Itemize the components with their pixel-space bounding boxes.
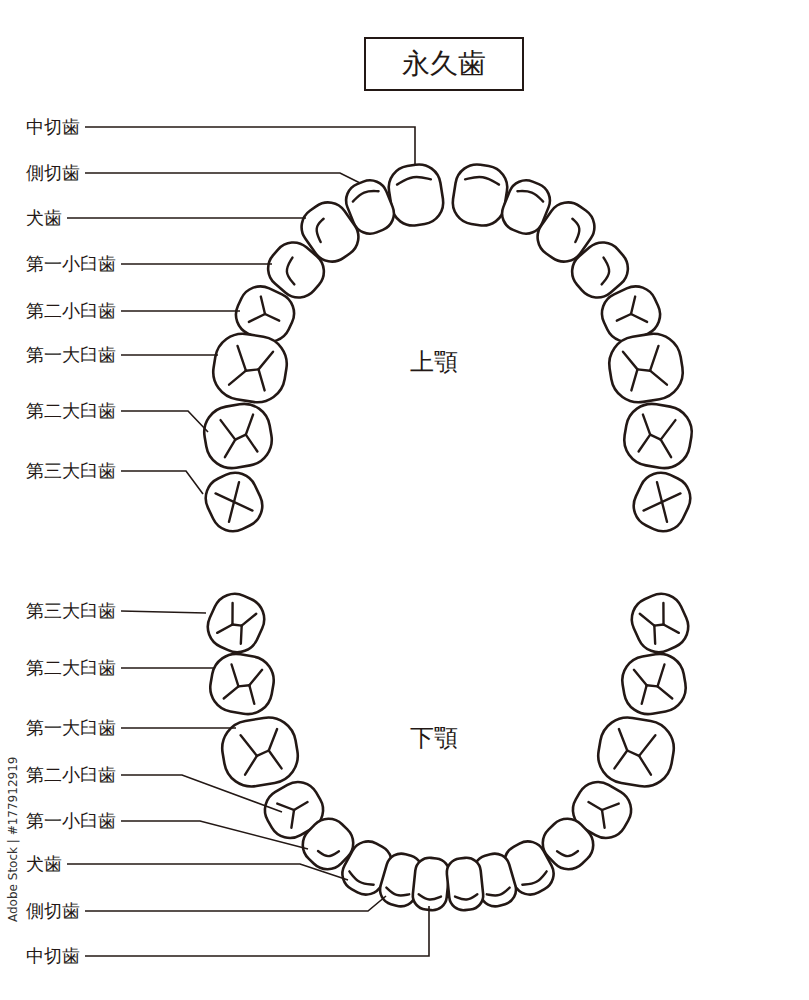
leader-line (121, 411, 208, 432)
teeth (198, 161, 697, 911)
tooth-name: 第二小臼歯 (26, 300, 116, 322)
tooth-name: 中切歯 (26, 945, 80, 967)
tooth (594, 713, 678, 790)
leader-lines (67, 127, 429, 956)
leader-line (121, 611, 206, 613)
leader-line (85, 906, 429, 956)
leader-line (121, 727, 236, 729)
tooth (625, 587, 696, 660)
tooth-name: 第二大臼歯 (26, 400, 116, 422)
tooth-name: 犬歯 (26, 207, 62, 229)
tooth (218, 713, 302, 790)
tooth (200, 400, 276, 472)
tooth-name: 第二小臼歯 (26, 764, 116, 786)
tooth (201, 587, 272, 660)
jaw-label: 上顎 (410, 348, 458, 376)
tooth-name: 第一小臼歯 (26, 810, 116, 832)
tooth-name: 第一大臼歯 (26, 717, 116, 739)
leader-line (121, 263, 272, 265)
tooth (411, 856, 450, 911)
leader-line (121, 354, 218, 356)
tooth (198, 466, 269, 539)
leader-line (121, 310, 240, 312)
leader-line (121, 775, 282, 812)
tooth (618, 650, 689, 718)
leader-line (121, 821, 308, 849)
tooth-name: 第三大臼歯 (26, 600, 116, 622)
leader-line (67, 217, 306, 219)
title: 永久歯 (364, 37, 524, 91)
tooth (450, 161, 511, 228)
tooth-name: 第一小臼歯 (26, 253, 116, 275)
tooth-name: 側切歯 (26, 900, 80, 922)
tooth (445, 856, 484, 911)
leader-line (121, 471, 203, 494)
leader-line (121, 667, 214, 669)
tooth (386, 161, 447, 228)
tooth-name: 第二大臼歯 (26, 657, 116, 679)
tooth (209, 330, 291, 407)
tooth-name: 第一大臼歯 (26, 344, 116, 366)
leader-line (85, 896, 386, 911)
tooth (206, 650, 277, 718)
tooth-name: 犬歯 (26, 853, 62, 875)
tooth-name: 側切歯 (26, 162, 80, 184)
tooth (620, 400, 696, 472)
tooth-name: 第三大臼歯 (26, 460, 116, 482)
tooth (605, 330, 687, 407)
leader-line (67, 864, 348, 880)
tooth (626, 466, 697, 539)
leader-line (85, 173, 360, 183)
jaw-label: 下顎 (410, 724, 458, 752)
watermark: Adobe Stock | #177912919 (6, 757, 20, 922)
tooth-name: 中切歯 (26, 116, 80, 138)
leader-line (85, 127, 415, 165)
